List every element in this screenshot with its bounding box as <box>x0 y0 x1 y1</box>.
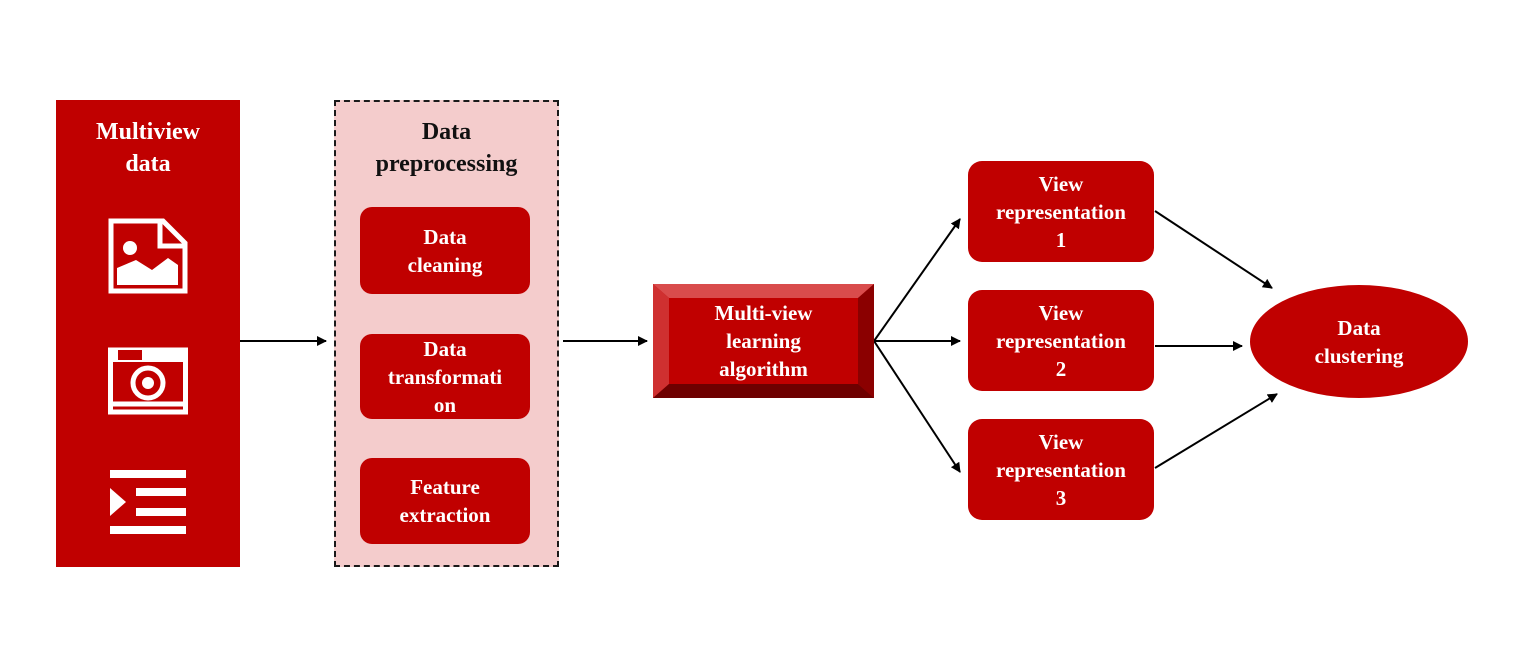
learning-algorithm-label: Multi-view learning algorithm <box>714 301 813 381</box>
camera-icon <box>108 347 188 415</box>
multiview-data-title: Multiview data <box>96 119 200 177</box>
data-preprocessing-title: Data preprocessing <box>375 119 518 177</box>
arrow-view-3-to-clustering <box>1154 393 1278 469</box>
view-representation-3: View representation 3 <box>968 419 1154 520</box>
view-representation-2: View representation 2 <box>968 290 1154 391</box>
data-transformation-step: Data transformati on <box>360 334 530 419</box>
learning-algorithm-bevel <box>653 284 874 398</box>
data-clustering-node: Data clustering <box>1250 285 1468 398</box>
image-file-icon <box>108 218 188 294</box>
data-cleaning-step: Data cleaning <box>360 207 530 294</box>
feature-extraction-step: Feature extraction <box>360 458 530 544</box>
arrow-view-1-to-clustering <box>1154 210 1273 289</box>
arrow-learning-to-view-3 <box>873 340 961 473</box>
text-list-icon <box>110 470 186 534</box>
view-representation-1: View representation 1 <box>968 161 1154 262</box>
multiview-data-panel: Multiview data <box>56 100 240 567</box>
arrow-learning-to-view-1 <box>873 218 961 342</box>
